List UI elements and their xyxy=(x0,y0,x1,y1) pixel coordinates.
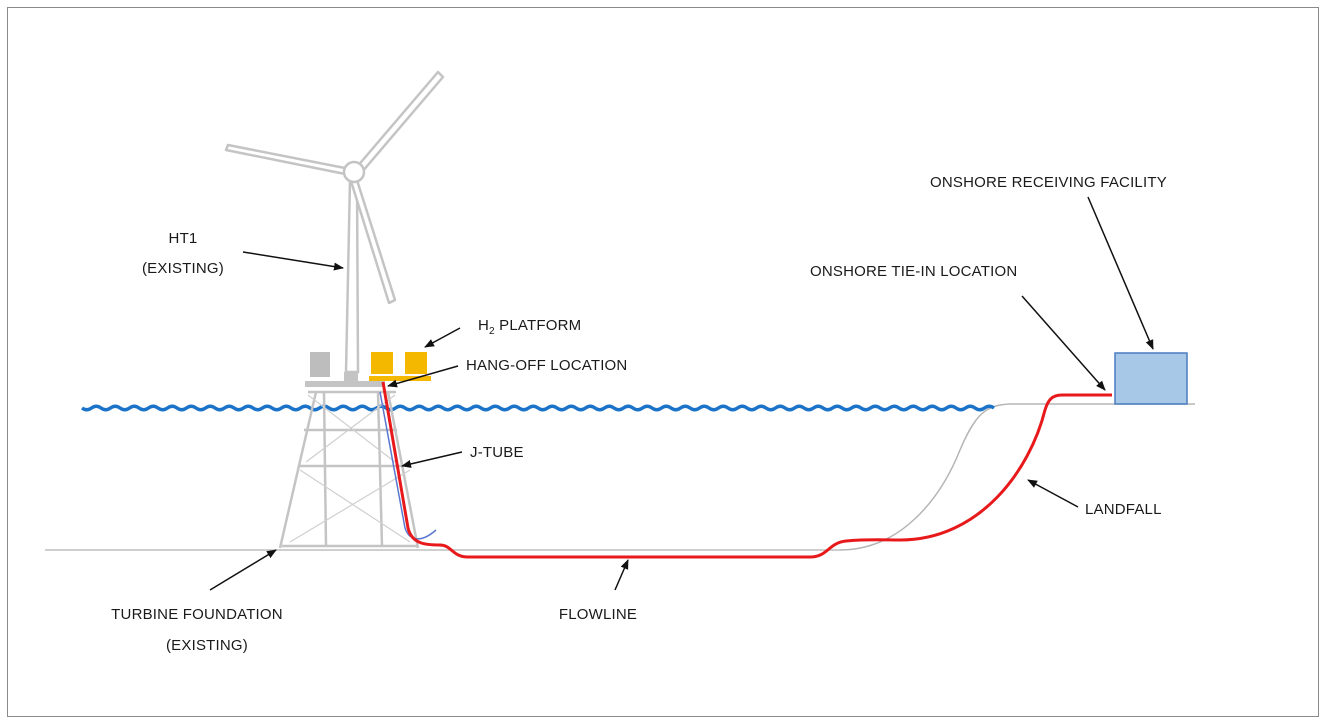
ht1-status-label: (EXISTING) xyxy=(142,260,224,277)
flowline-arrow xyxy=(614,559,629,591)
flowline-label: FLOWLINE xyxy=(559,606,637,623)
turbine-tower xyxy=(344,178,360,374)
onshore-facility-arrow xyxy=(1087,196,1154,350)
landfall-label: LANDFALL xyxy=(1085,501,1162,518)
shore-slope xyxy=(839,403,1195,551)
flowline-pipe xyxy=(381,381,1112,559)
onshore-tie-in-label: ONSHORE TIE-IN LOCATION xyxy=(810,263,1017,280)
turbine-hub xyxy=(342,160,366,184)
onshore-facility-label: ONSHORE RECEIVING FACILITY xyxy=(930,174,1167,191)
hang-off-location-label: HANG-OFF LOCATION xyxy=(466,357,627,374)
annotation-arrows xyxy=(209,196,1154,591)
turbine-foundation-arrow xyxy=(209,549,277,591)
turbine-foundation xyxy=(278,390,420,549)
landfall-arrow xyxy=(1027,479,1079,508)
foundation-bracing xyxy=(289,394,411,543)
turbine-foundation-status-label: (EXISTING) xyxy=(166,637,248,654)
onshore-receiving-facility xyxy=(1114,352,1188,405)
sea-surface xyxy=(80,404,996,412)
h2-platform-base xyxy=(369,376,431,381)
ht1-arrow xyxy=(242,251,344,271)
h2-module-left xyxy=(371,352,393,374)
j-tube-arrow xyxy=(401,451,463,468)
onshore-tie-in-arrow xyxy=(1021,295,1106,391)
turbine-blades xyxy=(224,70,445,305)
h2-module-right xyxy=(405,352,427,374)
tower-base xyxy=(344,372,358,386)
hang-off-arrow xyxy=(387,365,459,388)
h2-platform-label: H2 PLATFORM xyxy=(478,317,581,337)
grey-module xyxy=(310,352,330,377)
h2-platform-arrow xyxy=(424,327,461,348)
ht1-label: HT1 xyxy=(169,230,198,247)
diagram-frame xyxy=(7,7,1319,717)
turbine-foundation-label: TURBINE FOUNDATION xyxy=(111,606,283,623)
j-tube-label: J-TUBE xyxy=(470,444,524,461)
